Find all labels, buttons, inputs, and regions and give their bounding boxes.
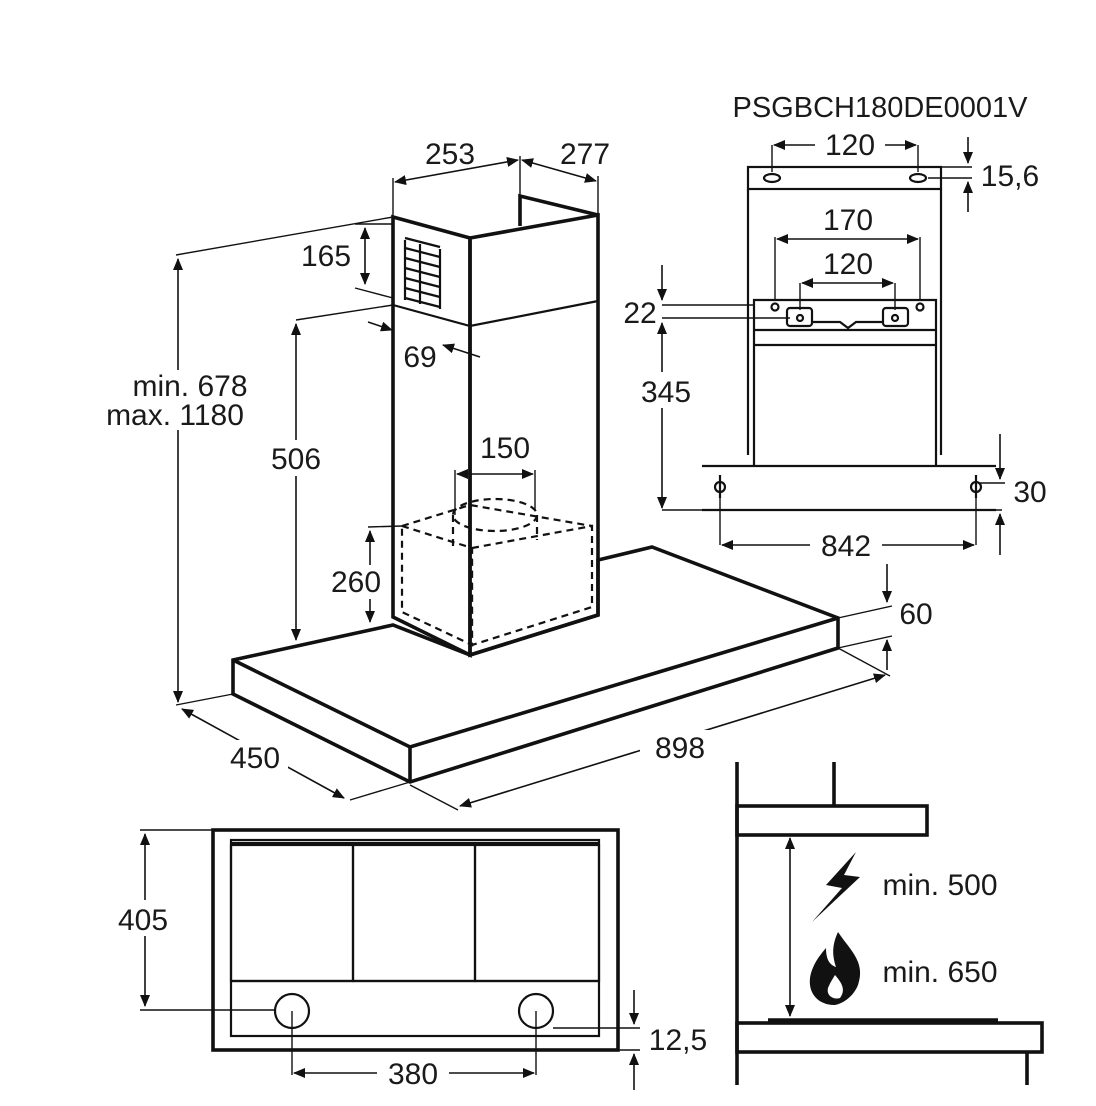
dim-hood-width: 898 xyxy=(655,732,705,765)
model-code: PSGBCH180DE0001V xyxy=(733,92,1029,124)
top-bracket xyxy=(746,165,943,191)
filter-panel-left xyxy=(229,843,355,983)
dim-chimney-depth: 277 xyxy=(560,138,610,171)
dim-max-height: max. 1180 xyxy=(106,399,244,432)
dim-inner-spacing: 120 xyxy=(823,248,873,281)
dim-motor-height: 260 xyxy=(331,566,381,599)
wall-bracket xyxy=(752,298,938,330)
vent-grille xyxy=(403,236,442,309)
main-hood-view: 253 277 165 69 506 min. 678 max. 1180 15… xyxy=(95,138,933,811)
clearance-gas: min. 650 xyxy=(882,956,997,989)
hood-section xyxy=(735,804,929,837)
dim-chimney-width: 253 xyxy=(425,138,475,171)
underside-inner xyxy=(229,838,601,1038)
underside-view: 405 380 12,5 xyxy=(112,828,707,1091)
dim-outlet-diameter: 150 xyxy=(480,432,530,465)
dim-top-hole-spacing: 120 xyxy=(825,129,875,162)
dim-bracket-offset: 22 xyxy=(623,297,656,330)
bottom-screw-right xyxy=(969,475,983,498)
hood-canopy xyxy=(231,545,840,784)
motor-box-hidden xyxy=(400,497,594,647)
clearance-electric: min. 500 xyxy=(882,869,997,902)
dim-bottom-spacing: 842 xyxy=(821,530,871,563)
dim-hood-depth: 450 xyxy=(230,742,280,775)
dim-underside-depth: 405 xyxy=(118,904,168,937)
flame-icon xyxy=(809,932,861,1005)
underside-outline xyxy=(211,828,620,1052)
bracket-view: 120 15,6 170 120 22 xyxy=(623,128,1047,563)
dim-outer-spacing: 170 xyxy=(823,204,873,237)
clearance-view: min. 500 min. 650 xyxy=(735,762,1044,1085)
dim-light-offset: 12,5 xyxy=(649,1024,707,1057)
chimney-split-line xyxy=(392,299,599,328)
dim-min-height: min. 678 xyxy=(132,370,247,403)
lightning-icon xyxy=(812,852,860,922)
dim-bottom-offset: 30 xyxy=(1013,476,1046,509)
filter-panel-center xyxy=(351,843,477,983)
dim-light-spacing: 380 xyxy=(388,1058,438,1091)
dim-vent-offset: 69 xyxy=(403,341,436,374)
hood-canopy-front-edge xyxy=(232,616,839,749)
filter-panel-right xyxy=(473,843,601,983)
dim-bracket-height: 345 xyxy=(641,376,691,409)
dim-top-offset: 15,6 xyxy=(981,160,1039,193)
dim-chimney-height: 506 xyxy=(271,443,321,476)
cooktop-section xyxy=(735,1021,1044,1054)
dim-vent-height: 165 xyxy=(301,240,351,273)
dim-hood-thickness: 60 xyxy=(899,598,932,631)
bottom-screw-left xyxy=(713,475,727,498)
